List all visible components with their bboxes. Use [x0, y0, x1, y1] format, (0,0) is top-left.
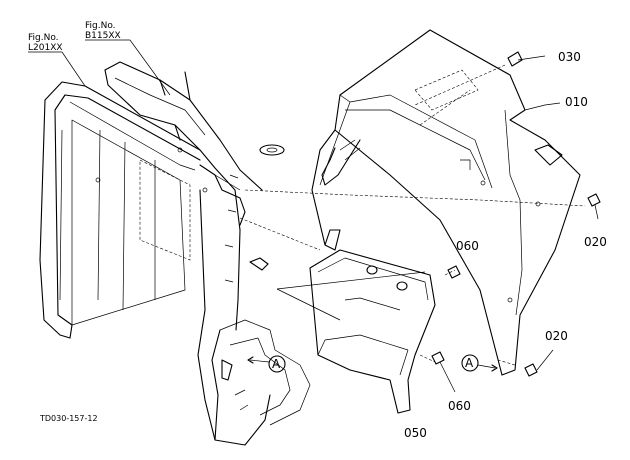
callout-020-lower: 020: [545, 329, 568, 343]
marker-a-left-label: A: [272, 357, 281, 371]
fig-ref-2-label: Fig.No.: [85, 21, 116, 31]
bolt-030: [507, 51, 546, 67]
bolt-060-upper: [447, 265, 461, 279]
bolt-020-lower: [524, 349, 554, 377]
leader-lines: [239, 64, 599, 363]
bolt-020-upper: [587, 193, 601, 207]
drawing-code: TD030-157-12: [39, 414, 98, 423]
frame-assembly: [39, 61, 311, 446]
fig-ref-1-label: Fig.No.: [28, 33, 59, 43]
cover-050: [309, 249, 436, 414]
callout-030: 030: [558, 50, 581, 64]
bonnet-shell-010: [311, 29, 581, 376]
fig-ref-1-number: L201XX: [28, 43, 63, 53]
marker-a-right-label: A: [465, 356, 474, 370]
callout-060-upper: 060: [456, 239, 479, 253]
fig-ref-1: Fig.No. L201XX: [28, 33, 86, 87]
callout-020-upper: 020: [584, 235, 607, 249]
callout-010: 010: [565, 95, 588, 109]
callout-060-lower: 060: [448, 399, 471, 413]
fig-ref-2: Fig.No. B115XX: [85, 21, 171, 96]
callout-050: 050: [404, 426, 427, 440]
fig-ref-2-number: B115XX: [85, 31, 121, 41]
bolt-060-lower: [431, 351, 456, 393]
marker-a-left: A: [247, 355, 286, 373]
marker-a-right: A: [461, 354, 498, 372]
